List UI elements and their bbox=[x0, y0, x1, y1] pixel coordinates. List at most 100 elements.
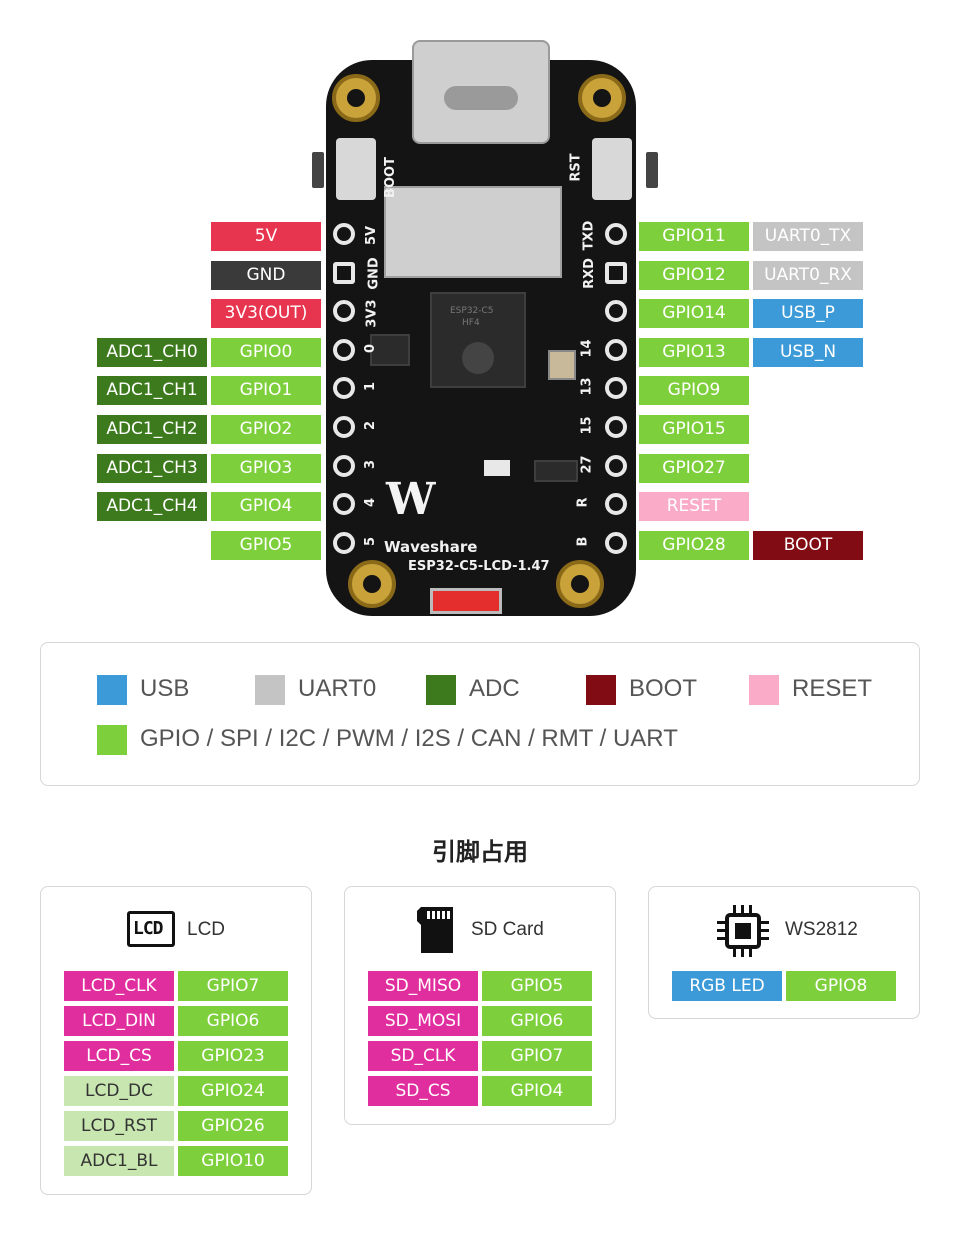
adc-label: ADC1_CH1 bbox=[97, 376, 207, 406]
silk-5v: 5V bbox=[364, 225, 380, 246]
silk-txd: TXD bbox=[581, 220, 597, 251]
esp32-c5-board: ESP32-C5 HF4 BOOT RST 5V GND 3V3 TXD RXD… bbox=[312, 40, 658, 616]
chip-marking-2: HF4 bbox=[462, 318, 480, 328]
pin-function-label: USB_N bbox=[753, 337, 863, 367]
pin-label-left: GPIO4 bbox=[211, 492, 321, 522]
function-cell: SD_CS bbox=[368, 1076, 478, 1106]
silk-left-num: 5 bbox=[363, 536, 379, 546]
pin-label-right: GPIO9 bbox=[639, 376, 749, 406]
ws2812-card-title: WS2812 bbox=[785, 919, 858, 940]
silk-right-num: R bbox=[575, 497, 591, 508]
gpio-cell: GPIO6 bbox=[482, 1006, 592, 1036]
function-cell: SD_MISO bbox=[368, 971, 478, 1001]
legend-label-usb: USB bbox=[140, 675, 190, 702]
pin-label-right: GPIO14 bbox=[639, 299, 749, 329]
function-cell: LCD_CLK bbox=[64, 971, 174, 1001]
legend-swatch-reset bbox=[749, 675, 779, 705]
header-pin-right bbox=[605, 531, 627, 554]
gpio-cell: GPIO5 bbox=[482, 971, 592, 1001]
silk-right-num: 14 bbox=[579, 339, 595, 358]
silk-3v3: 3V3 bbox=[364, 299, 380, 328]
header-pin-left bbox=[333, 300, 355, 323]
pin-label-left: 3V3(OUT) bbox=[211, 299, 321, 329]
silk-right-num: 27 bbox=[579, 455, 595, 474]
header-pin-right bbox=[605, 416, 627, 438]
gpio-cell: GPIO8 bbox=[786, 971, 896, 1001]
chip-logo bbox=[462, 342, 494, 374]
pin-label-right: RESET bbox=[639, 492, 749, 522]
legend-label-reset: RESET bbox=[792, 675, 873, 702]
header-pin-right bbox=[605, 454, 627, 477]
pin-label-left: GPIO2 bbox=[211, 415, 321, 444]
silk-rxd: RXD bbox=[581, 258, 597, 289]
pin-function-label: USB_P bbox=[753, 299, 863, 329]
gpio-cell: GPIO6 bbox=[178, 1006, 288, 1036]
silk-rst: RST bbox=[568, 153, 584, 182]
silk-left-num: 4 bbox=[363, 498, 379, 508]
adc-label: ADC1_CH3 bbox=[97, 453, 207, 483]
function-cell: SD_MOSI bbox=[368, 1006, 478, 1036]
silk-left-num: 3 bbox=[363, 459, 379, 469]
pin-label-right: GPIO11 bbox=[639, 222, 749, 251]
model-text: ESP32-C5-LCD-1.47 bbox=[408, 559, 550, 574]
function-cell: RGB LED bbox=[672, 971, 782, 1001]
pin-label-right: GPIO13 bbox=[639, 337, 749, 367]
function-cell: ADC1_BL bbox=[64, 1146, 174, 1176]
silk-left-num: 1 bbox=[363, 382, 379, 392]
header-pin-left bbox=[333, 377, 355, 400]
sd-card-title: SD Card bbox=[471, 919, 544, 940]
mounting-hole-top-left bbox=[332, 74, 380, 122]
function-cell: LCD_RST bbox=[64, 1111, 174, 1141]
lcd-card-title: LCD bbox=[187, 919, 226, 940]
legend-label-uart0: UART0 bbox=[298, 675, 377, 702]
pin-label-left: GPIO3 bbox=[211, 453, 321, 483]
adc-label: ADC1_CH4 bbox=[97, 492, 207, 522]
boot-button-cap bbox=[312, 152, 324, 188]
gpio-cell: GPIO26 bbox=[178, 1111, 288, 1141]
silk-right-num: 13 bbox=[579, 377, 595, 396]
function-cell: LCD_CS bbox=[64, 1041, 174, 1071]
silk-left-num: 2 bbox=[363, 420, 379, 431]
silk-gnd: GND bbox=[366, 257, 382, 290]
reset-button[interactable] bbox=[592, 138, 632, 200]
gpio-cell: GPIO7 bbox=[178, 971, 288, 1001]
regulator-ic bbox=[370, 334, 410, 366]
legend-swatch-gpio bbox=[97, 725, 127, 755]
mounting-hole-bottom-left bbox=[348, 560, 396, 608]
header-pin-right bbox=[605, 261, 627, 284]
crystal bbox=[548, 350, 576, 380]
pin-label-right: GPIO15 bbox=[639, 415, 749, 444]
chip-marking-1: ESP32-C5 bbox=[450, 306, 494, 316]
pin-label-right: GPIO27 bbox=[639, 453, 749, 483]
sot-component bbox=[534, 460, 578, 482]
silk-left-num: 0 bbox=[363, 343, 379, 353]
usb-c-port-opening bbox=[444, 86, 518, 110]
chip-icon bbox=[715, 903, 771, 959]
pin-function-label: BOOT bbox=[753, 530, 863, 560]
legend-swatch-uart0 bbox=[255, 675, 285, 705]
pin-label-left: 5V bbox=[211, 222, 321, 251]
header-pin-left bbox=[333, 338, 355, 361]
adc-label: ADC1_CH2 bbox=[97, 415, 207, 444]
header-pin-right bbox=[605, 338, 627, 361]
section-title: 引脚占用 bbox=[432, 838, 528, 866]
legend-label-adc: ADC bbox=[469, 675, 520, 702]
header-pin-right bbox=[605, 493, 627, 516]
silk-boot: BOOT bbox=[382, 157, 398, 198]
function-cell: LCD_DIN bbox=[64, 1006, 174, 1036]
pin-label-left: GPIO1 bbox=[211, 376, 321, 406]
header-pin-right bbox=[605, 377, 627, 400]
boot-button[interactable] bbox=[336, 138, 376, 200]
header-pin-left bbox=[333, 531, 355, 554]
legend-swatch-adc bbox=[426, 675, 456, 705]
pin-label-right: GPIO12 bbox=[639, 260, 749, 290]
adc-label: ADC1_CH0 bbox=[97, 337, 207, 367]
legend-label-gpio: GPIO / SPI / I2C / PWM / I2S / CAN / RMT… bbox=[140, 725, 678, 752]
brand-text: Waveshare bbox=[384, 538, 478, 556]
gpio-cell: GPIO4 bbox=[482, 1076, 592, 1106]
header-pin-left bbox=[333, 493, 355, 516]
pin-label-left: GPIO5 bbox=[211, 530, 321, 560]
header-pin-left bbox=[333, 454, 355, 477]
waveshare-logo: W bbox=[386, 474, 436, 525]
